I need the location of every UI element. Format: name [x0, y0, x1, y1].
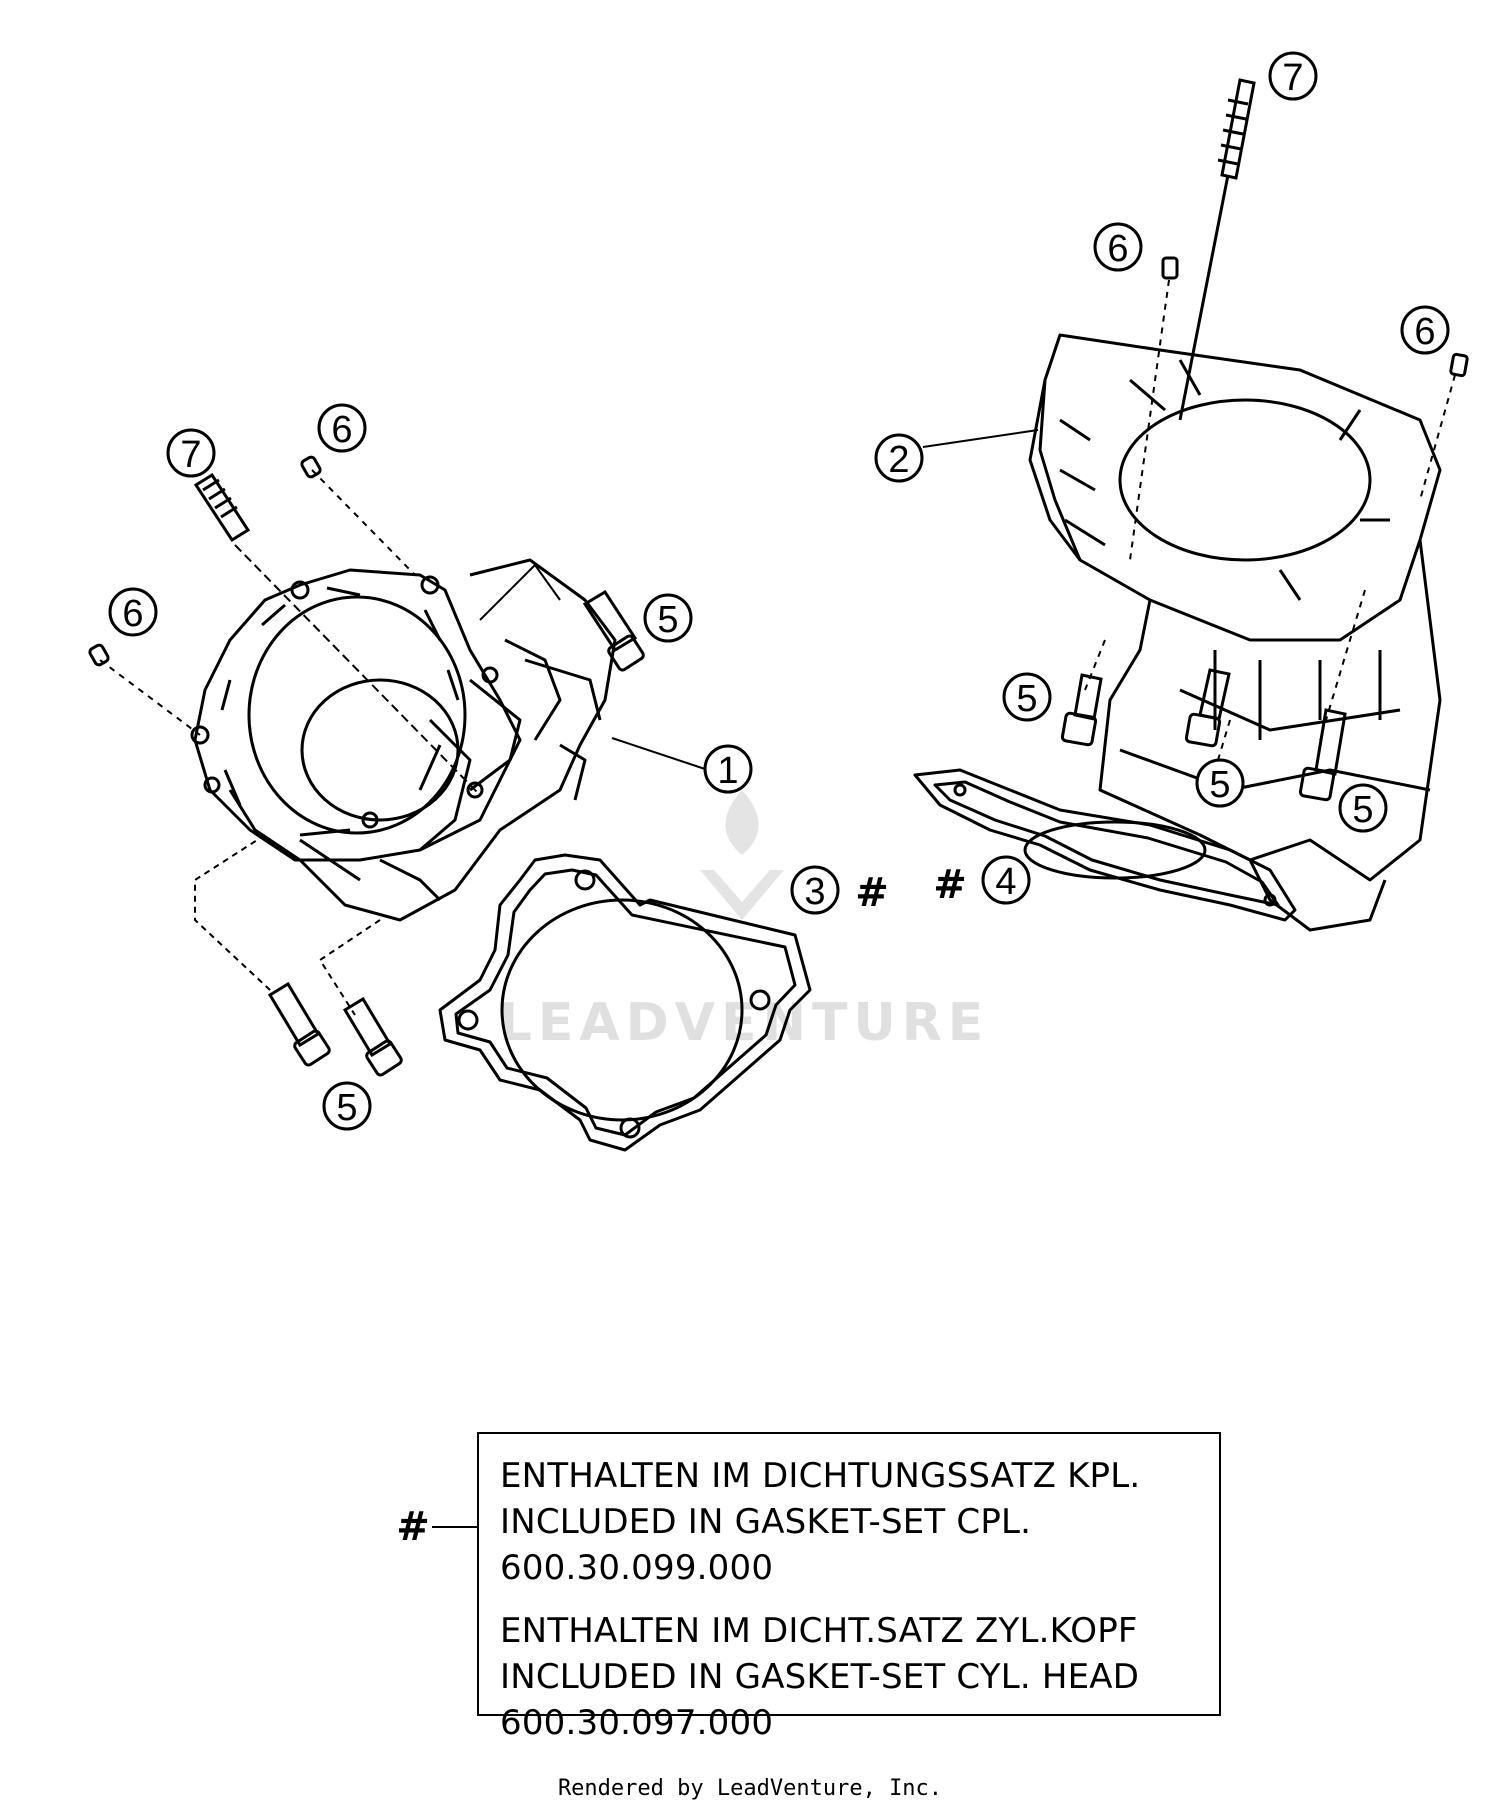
legend-box	[477, 1432, 1221, 1716]
legend-hash-mark: #	[396, 1504, 430, 1550]
callout-5-right-c[interactable]: 5	[1338, 783, 1388, 833]
watermark-flame-icon	[700, 790, 784, 920]
callout-5-left-top[interactable]: 5	[643, 593, 693, 643]
callout-5-right-b-label: 5	[1209, 764, 1230, 806]
callout-5-right-b[interactable]: 5	[1195, 758, 1245, 808]
footer-credit: Rendered by LeadVenture, Inc.	[558, 1776, 942, 1801]
callout-4-label: 4	[995, 861, 1016, 903]
callout-3-label: 3	[804, 871, 825, 913]
gasket-3-hash-mark: #	[855, 870, 889, 916]
callout-6-right-side-label: 6	[1414, 311, 1435, 353]
callout-7-right-label: 7	[1282, 57, 1303, 99]
callout-2-label: 2	[888, 439, 909, 481]
callout-5-left-bottom-label: 5	[336, 1087, 357, 1129]
callout-6-right-side[interactable]: 6	[1400, 305, 1450, 355]
bolt-5-left-bottom-b	[342, 996, 403, 1077]
bolt-5-left-bottom-a	[267, 981, 331, 1067]
dowel-pin-6-left-top	[300, 455, 322, 479]
dowel-pin-6-left-side	[88, 643, 110, 667]
cylinder-right-part-2	[922, 279, 1456, 932]
bolt-5-right-a	[1060, 673, 1103, 747]
note-line-1: ENTHALTEN IM DICHTUNGSSATZ KPL.	[500, 1456, 1140, 1496]
gasket-4-hash-mark: #	[933, 862, 967, 908]
callout-6-left-top[interactable]: 6	[317, 403, 367, 453]
cylinder-left-part-1	[99, 469, 617, 1016]
callout-3[interactable]: 3	[790, 865, 840, 915]
base-gasket-part-3	[438, 853, 812, 1152]
callout-1-leader	[611, 737, 706, 770]
bolt-5-right-c	[1298, 708, 1347, 802]
callout-5-left-top-label: 5	[657, 599, 678, 641]
bolt-5-left-top	[582, 589, 645, 672]
bolt-5-right-b	[1184, 668, 1231, 748]
stud-7-right	[1178, 78, 1256, 421]
callout-6-left-side[interactable]: 6	[108, 587, 158, 637]
gasket-set-legend: # ENTHALTEN IM DICHTUNGSSATZ KPL. INCLUD…	[396, 1432, 1221, 1743]
callout-7-left[interactable]: 7	[166, 428, 216, 478]
watermark-text: LEADVENTURE	[499, 993, 990, 1053]
callout-4[interactable]: 4	[981, 855, 1031, 905]
callout-1-label: 1	[717, 750, 738, 792]
dowel-pin-6-right-side	[1449, 352, 1469, 378]
callout-6-right-top[interactable]: 6	[1093, 222, 1143, 272]
callout-6-right-top-label: 6	[1107, 228, 1128, 270]
dowel-pin-6-right-top	[1161, 256, 1179, 280]
note-line-2: INCLUDED IN GASKET-SET CPL.	[500, 1502, 1031, 1542]
callout-1[interactable]: 1	[703, 744, 753, 794]
head-gasket-part-4	[913, 768, 1297, 922]
callout-2[interactable]: 2	[874, 433, 924, 483]
callout-7-right[interactable]: 7	[1268, 51, 1318, 101]
note-line-4: ENTHALTEN IM DICHT.SATZ ZYL.KOPF	[500, 1611, 1138, 1651]
callout-6-left-side-label: 6	[122, 593, 143, 635]
note-line-5: INCLUDED IN GASKET-SET CYL. HEAD	[500, 1657, 1139, 1697]
callout-5-right-c-label: 5	[1352, 789, 1373, 831]
callout-5-right-a-label: 5	[1016, 678, 1037, 720]
stud-7-left	[193, 472, 251, 543]
callout-5-right-a[interactable]: 5	[1002, 672, 1052, 722]
callout-5-left-bottom[interactable]: 5	[322, 1081, 372, 1131]
note-part-number-2: 600.30.097.000	[500, 1703, 773, 1743]
callout-7-left-label: 7	[180, 434, 201, 476]
callout-6-left-top-label: 6	[331, 409, 352, 451]
note-part-number-1: 600.30.099.000	[500, 1548, 773, 1588]
